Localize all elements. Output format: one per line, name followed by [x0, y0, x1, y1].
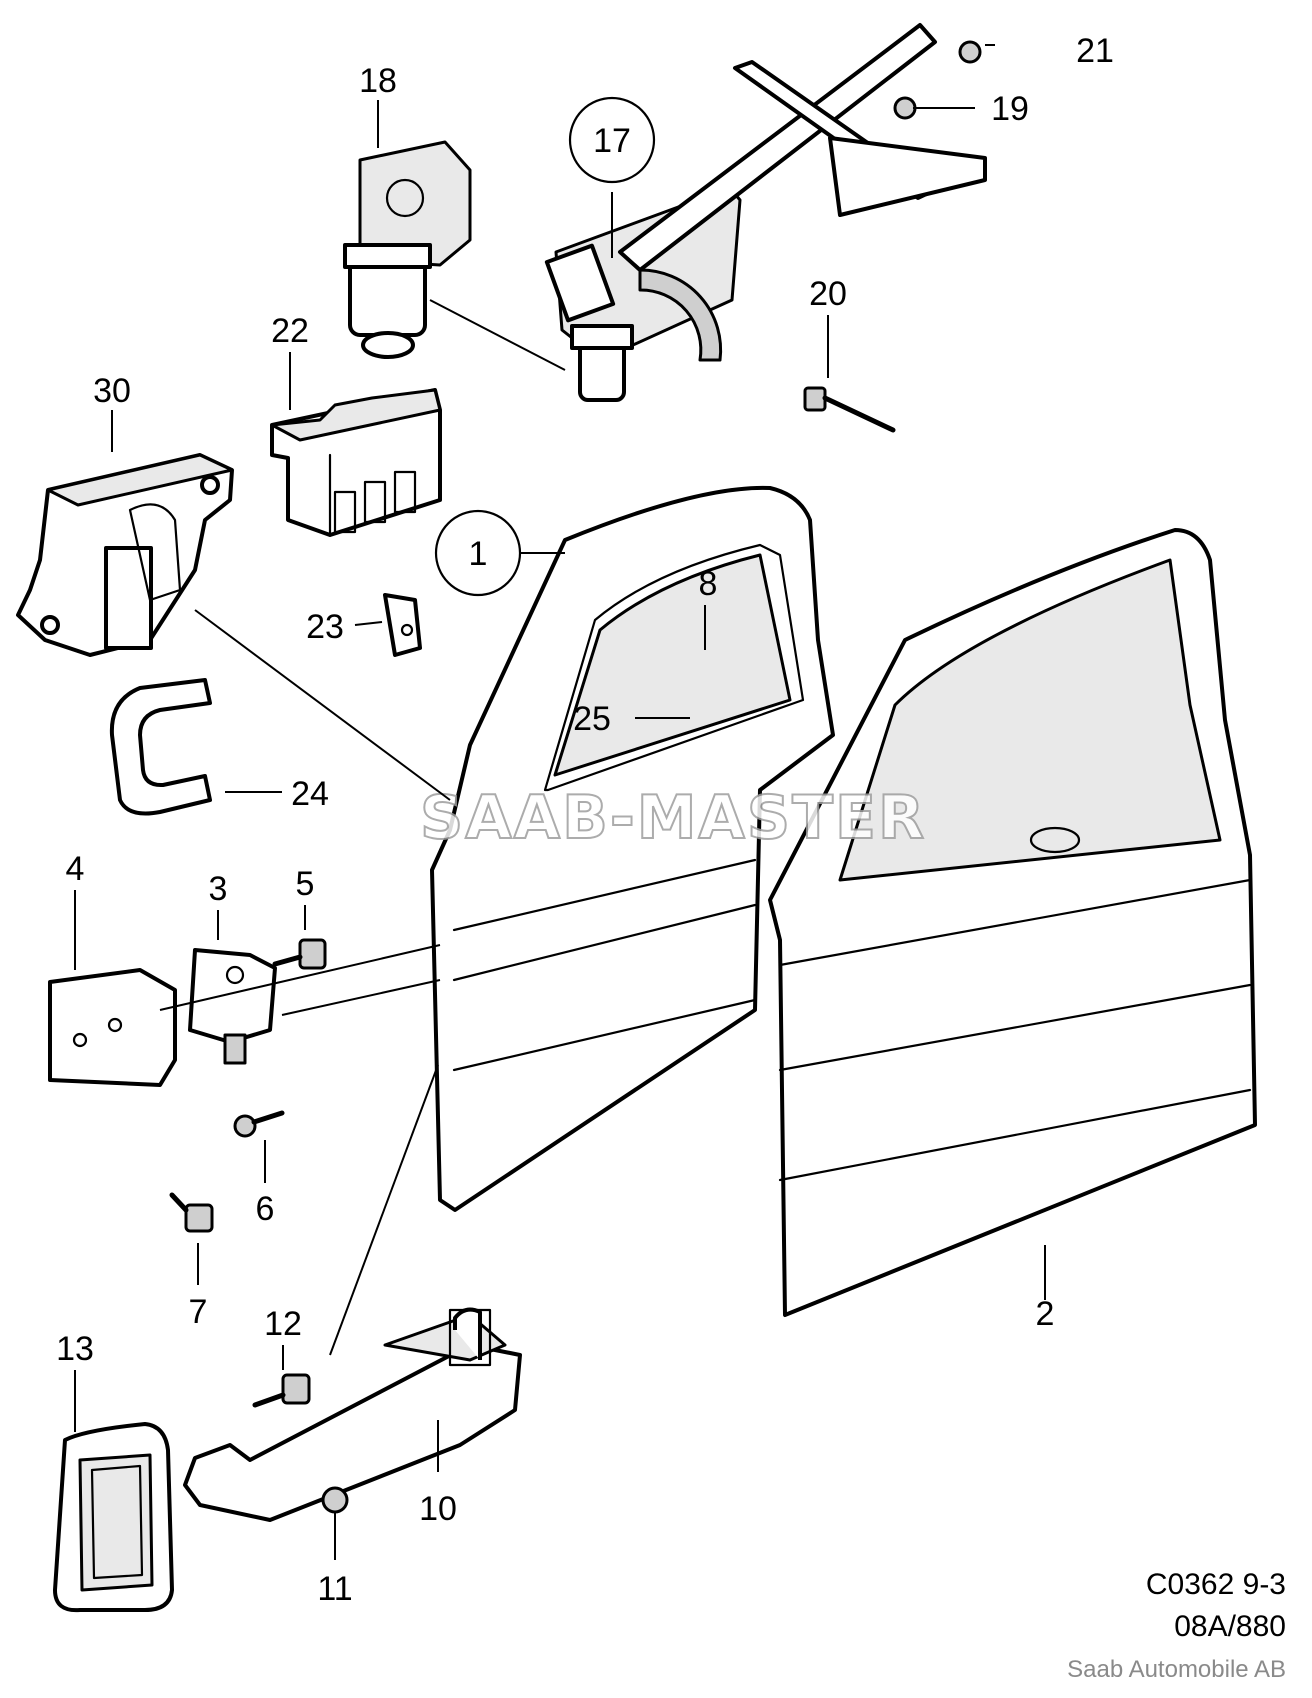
nut-19 [893, 96, 917, 120]
grommet-13 [53, 1422, 174, 1613]
seal-c-shape [109, 678, 212, 816]
pad-block [270, 388, 442, 537]
brand-credit: Saab Automobile AB [1067, 1656, 1286, 1683]
callout-7: 7 [189, 1293, 208, 1331]
callout-25: 25 [573, 700, 611, 738]
callout-circle-1 [434, 509, 522, 597]
callout-circle-17 [568, 96, 656, 184]
callout-30: 30 [93, 372, 131, 410]
bolt-12 [252, 1373, 311, 1408]
clip-triangle [383, 593, 422, 657]
callout-19: 19 [991, 90, 1029, 128]
callout-4: 4 [66, 850, 85, 888]
front-door-shell [430, 485, 835, 1212]
watermark-text: SAAB-MASTER [420, 783, 926, 853]
nut-11 [321, 1486, 349, 1514]
diagram-code: C0362 9-3 [1145, 1568, 1286, 1601]
callout-24: 24 [291, 775, 329, 813]
bolt-5 [272, 938, 327, 970]
callout-21: 21 [1076, 32, 1114, 70]
callout-20: 20 [809, 275, 847, 313]
window-regulator-assembly [544, 23, 987, 402]
callout-1: 1 [469, 535, 488, 573]
callout-11: 11 [317, 1570, 352, 1608]
callout-3: 3 [209, 870, 228, 908]
regulator-bolt [803, 386, 896, 433]
callout-13: 13 [56, 1330, 94, 1368]
bolt-7 [169, 1192, 214, 1233]
callout-18: 18 [359, 62, 397, 100]
hinge-3 [188, 948, 277, 1065]
callout-5: 5 [296, 865, 315, 903]
hinge-bracket-4 [48, 968, 177, 1087]
door-check-strap [183, 1307, 522, 1522]
leader-lines [74, 44, 1046, 1560]
diagram-number: 08A/880 [1174, 1610, 1286, 1643]
callout-6: 6 [256, 1190, 275, 1228]
callout-10: 10 [419, 1490, 457, 1528]
callout-8: 8 [699, 565, 718, 603]
window-motor [343, 140, 472, 359]
callout-2: 2 [1036, 1295, 1055, 1333]
bolt-6 [233, 1110, 285, 1138]
rear-door-shell [768, 528, 1257, 1317]
nut-21 [958, 40, 982, 64]
callout-22: 22 [271, 312, 309, 350]
callout-23: 23 [306, 608, 344, 646]
handle-housing [16, 453, 234, 657]
callout-17: 17 [593, 122, 631, 160]
callout-12: 12 [264, 1305, 302, 1343]
